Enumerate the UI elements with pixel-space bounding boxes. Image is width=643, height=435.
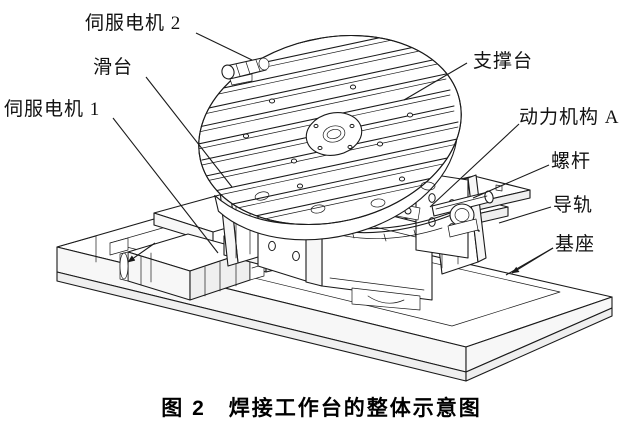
- lead-screw-body: [431, 190, 494, 238]
- label-slide-table: 滑台: [93, 57, 134, 78]
- leader-servo-motor-1: [112, 117, 219, 254]
- label-lead-screw: 螺杆: [551, 151, 592, 172]
- servo-motor-2-body: [221, 57, 270, 86]
- table-center-hub: [305, 112, 363, 156]
- label-servo-motor-2: 伺服电机 2: [85, 13, 182, 34]
- leader-guide-rail: [498, 206, 552, 224]
- label-guide-rail: 导轨: [553, 195, 594, 216]
- label-servo-motor-1: 伺服电机 1: [4, 99, 101, 120]
- label-support-table: 支撑台: [473, 51, 534, 72]
- leader-support-table: [403, 62, 468, 101]
- leader-slide-table: [145, 76, 233, 188]
- leader-lead-screw: [472, 164, 550, 199]
- leader-lines: [112, 32, 554, 276]
- leader-power-unit-a: [429, 123, 520, 208]
- table-fixture-holes: [242, 84, 414, 189]
- label-power-unit-a: 动力机构 A: [519, 107, 620, 128]
- figure-caption: 图 2 焊接工作台的整体示意图: [161, 397, 482, 420]
- leader-arrowheads: [127, 242, 554, 274]
- leader-servo-motor-2: [195, 32, 253, 61]
- table-rim-slots: [254, 181, 436, 214]
- label-base: 基座: [555, 234, 596, 255]
